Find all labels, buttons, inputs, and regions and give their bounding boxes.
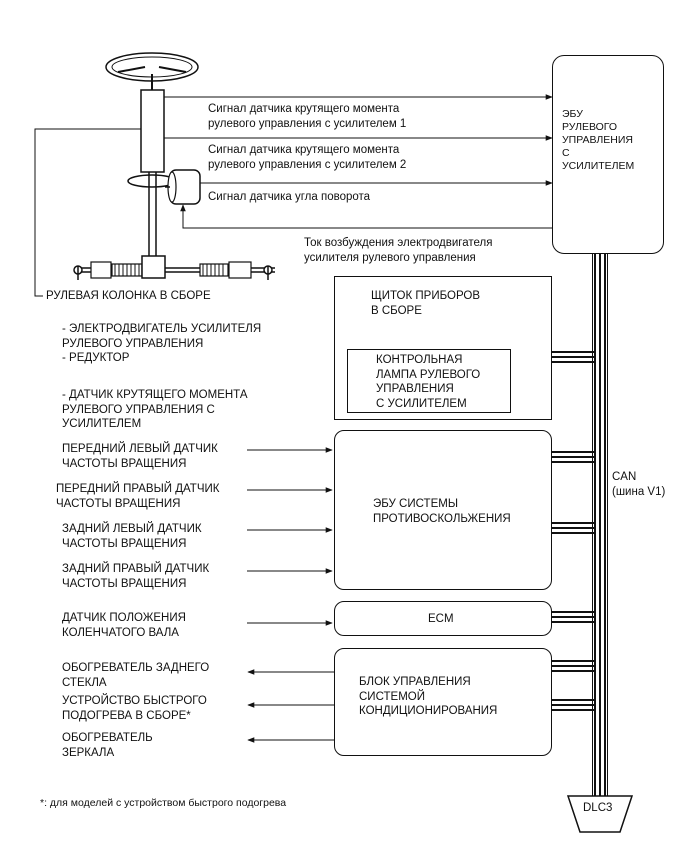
ecm-box: ECM <box>334 601 552 636</box>
steering-angle-signal-label: Сигнал датчика угла поворота <box>208 191 371 203</box>
combination-meter-title: ЩИТОК ПРИБОРОВ В СБОРЕ <box>371 290 480 317</box>
steering-wheel-icon <box>105 52 199 90</box>
skid-control-ecu-label: ЭБУ СИСТЕМЫ ПРОТИВОСКОЛЬЖЕНИЯ <box>373 498 511 525</box>
sensor-rear-right: ЗАДНИЙ ПРАВЫЙ ДАТЧИК ЧАСТОТЫ ВРАЩЕНИЯ <box>62 563 210 590</box>
steering-rack-icon <box>73 255 275 280</box>
ac-control-unit-box: БЛОК УПРАВЛЕНИЯ СИСТЕМОЙ КОНДИЦИОНИРОВАН… <box>334 648 552 756</box>
dlc3-label: DLC3 <box>583 802 613 814</box>
ecm-label: ECM <box>428 613 454 625</box>
skid-control-ecu-box: ЭБУ СИСТЕМЫ ПРОТИВОСКОЛЬЖЕНИЯ <box>334 430 552 590</box>
sensor-crankshaft: ДАТЧИК ПОЛОЖЕНИЯ КОЛЕНЧАТОГО ВАЛА <box>62 612 186 639</box>
eps-ecu-label: ЭБУ РУЛЕВОГО УПРАВЛЕНИЯ С УСИЛИТЕЛЕМ <box>562 108 635 172</box>
combination-meter-box: ЩИТОК ПРИБОРОВ В СБОРЕ КОНТРОЛЬНАЯ ЛАМПА… <box>334 276 552 420</box>
steering-column-icon <box>127 89 201 256</box>
motor-current-label: Ток возбуждения электродвигателя усилите… <box>304 237 493 264</box>
sensor-front-left: ПЕРЕДНИЙ ЛЕВЫЙ ДАТЧИК ЧАСТОТЫ ВРАЩЕНИЯ <box>62 443 218 470</box>
torque-signal-2-label: Сигнал датчика крутящего момента рулевог… <box>208 144 407 171</box>
eps-ecu-box: ЭБУ РУЛЕВОГО УПРАВЛЕНИЯ С УСИЛИТЕЛЕМ <box>552 55 664 254</box>
dlc3-connector-icon <box>566 795 634 833</box>
sensor-front-right: ПЕРЕДНИЙ ПРАВЫЙ ДАТЧИК ЧАСТОТЫ ВРАЩЕНИЯ <box>56 483 220 510</box>
eps-warning-lamp-box: КОНТРОЛЬНАЯ ЛАМПА РУЛЕВОГО УПРАВЛЕНИЯ С … <box>347 349 511 413</box>
sensor-rear-left: ЗАДНИЙ ЛЕВЫЙ ДАТЧИК ЧАСТОТЫ ВРАЩЕНИЯ <box>62 523 202 550</box>
quick-heater-label: УСТРОЙСТВО БЫСТРОГО ПОДОГРЕВА В СБОРЕ* <box>62 695 207 722</box>
rear-defogger-label: ОБОГРЕВАТЕЛЬ ЗАДНЕГО СТЕКЛА <box>62 662 210 689</box>
steering-column-title: РУЛЕВАЯ КОЛОНКА В СБОРЕ <box>46 290 211 302</box>
eps-warning-lamp-label: КОНТРОЛЬНАЯ ЛАМПА РУЛЕВОГО УПРАВЛЕНИЯ С … <box>376 354 481 410</box>
steering-column-parts-1: - ЭЛЕКТРОДВИГАТЕЛЬ УСИЛИТЕЛЯ РУЛЕВОГО УП… <box>62 323 262 364</box>
steering-column-parts-2: - ДАТЧИК КРУТЯЩЕГО МОМЕНТА РУЛЕВОГО УПРА… <box>62 389 248 430</box>
torque-signal-1-label: Сигнал датчика крутящего момента рулевог… <box>208 103 407 130</box>
mirror-heater-label: ОБОГРЕВАТЕЛЬ ЗЕРКАЛА <box>62 732 153 759</box>
ac-control-unit-label: БЛОК УПРАВЛЕНИЯ СИСТЕМОЙ КОНДИЦИОНИРОВАН… <box>359 676 498 717</box>
can-bus-label: CAN (шина V1) <box>612 471 666 498</box>
footnote: *: для моделей с устройством быстрого по… <box>40 797 287 809</box>
